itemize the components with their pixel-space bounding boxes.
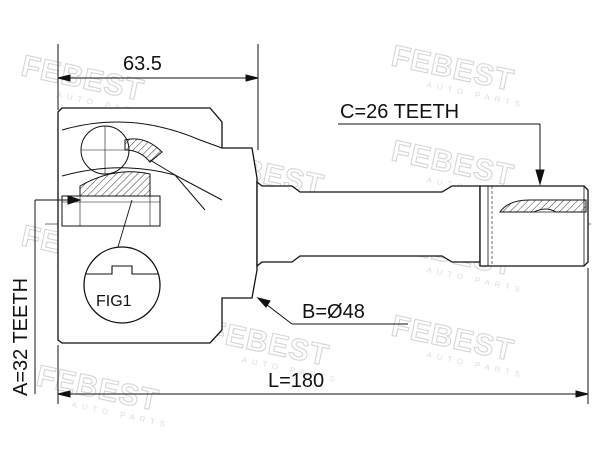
- fig1-detail: FIG1: [83, 199, 161, 324]
- length-label: L=180: [268, 370, 324, 392]
- watermark-logo: FEBEST AUTO PARTS: [388, 39, 526, 110]
- cage-section-upper: [124, 138, 163, 163]
- inner-race: [61, 121, 223, 211]
- teeth-c-leader: [338, 123, 545, 186]
- dim-top-label: 63.5: [123, 53, 162, 75]
- cage-section: [79, 171, 151, 197]
- dim-length: [57, 268, 589, 404]
- teeth-c-label: C=26 TEETH: [340, 101, 459, 123]
- watermark-logo: FEBEST AUTO PARTS: [388, 309, 526, 380]
- stub-shaft: [256, 180, 481, 268]
- dim-63-5: [57, 44, 259, 150]
- diameter-leader: [256, 297, 408, 325]
- spline-end: [479, 185, 589, 267]
- teeth-a-label: A=32 TEETH: [10, 278, 32, 396]
- watermark-logo: FEBEST AUTO PARTS: [33, 359, 171, 430]
- teeth-a-leader: [34, 195, 82, 394]
- fig-label: FIG1: [96, 293, 132, 310]
- diameter-label: B=Ø48: [302, 301, 365, 323]
